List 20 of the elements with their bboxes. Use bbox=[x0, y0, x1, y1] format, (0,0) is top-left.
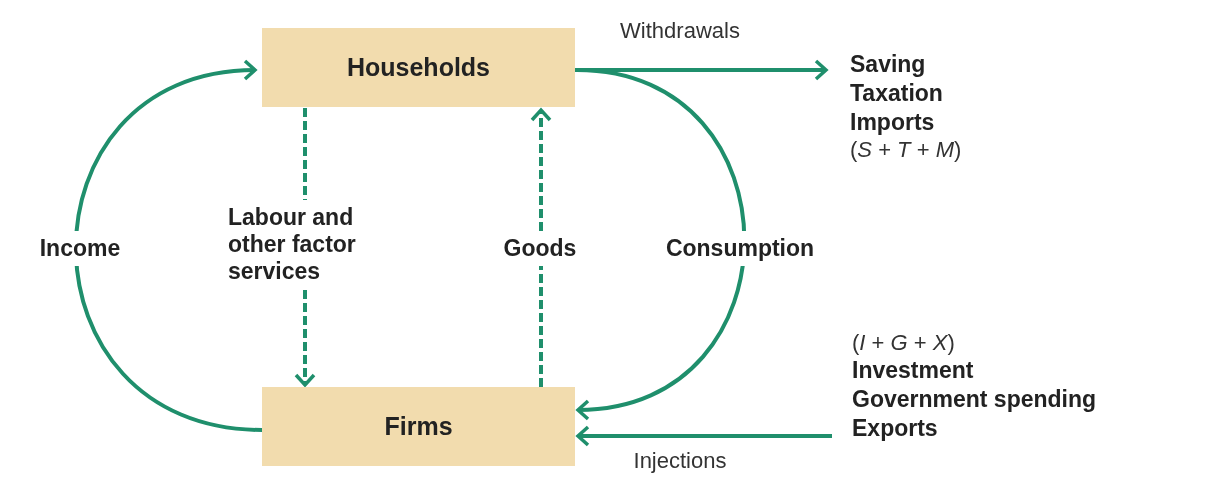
edge-label: Income bbox=[39, 231, 121, 266]
edge-label: Consumption bbox=[665, 231, 815, 266]
edge-label: Injections bbox=[633, 448, 727, 474]
arrow bbox=[575, 59, 828, 81]
item-label: Imports bbox=[850, 108, 935, 137]
formula-text: (S + T + M) bbox=[850, 137, 962, 163]
dashed-arrow bbox=[530, 108, 552, 387]
edge-label: Withdrawals bbox=[620, 18, 740, 44]
item-label: Investment bbox=[852, 356, 974, 385]
sector-box bbox=[262, 28, 575, 107]
arrow bbox=[576, 425, 832, 447]
item-label: Government spending bbox=[852, 385, 1097, 414]
item-label: Exports bbox=[852, 414, 938, 443]
box-label: Firms bbox=[384, 410, 453, 442]
item-label: Saving bbox=[850, 50, 926, 79]
formula-text: (I + G + X) bbox=[852, 330, 955, 356]
sector-box bbox=[262, 387, 575, 466]
box-label: Households bbox=[346, 51, 491, 83]
arrow bbox=[73, 60, 263, 432]
item-label: Taxation bbox=[850, 79, 943, 108]
